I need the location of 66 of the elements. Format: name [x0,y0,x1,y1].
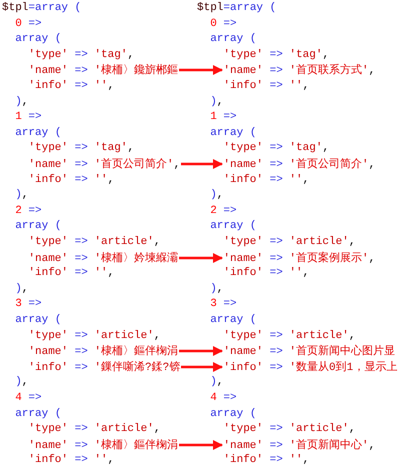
code-line: 'type' => 'tag', [223,48,330,62]
code-line: 'name' => '首页公司简介', [223,157,376,171]
code-line: 'type' => 'tag', [28,141,134,156]
arrow [179,65,223,75]
code-line: ), [210,188,224,202]
code-line: 'info' => '', [28,266,114,280]
code-line: 'name' => '首页联系方式', [223,63,376,78]
code-line: 'type' => 'article', [28,422,160,436]
code-line: 'info' => '', [223,172,310,187]
code-line: 'info' => '', [223,453,310,468]
code-line: 'info' => '', [223,266,310,280]
arrow [179,440,223,450]
arrow [181,159,223,169]
code-line: 'type' => 'tag', [28,48,134,62]
code-line: 0 => [15,16,42,31]
code-line: array ( [15,219,62,234]
code-line: 'info' => '', [28,453,114,468]
code-line: array ( [210,126,256,140]
code-line: 'type' => 'article', [223,422,356,436]
code-line: 'type' => 'article', [223,235,356,249]
code-line: 'info' => '鏁伴噺浠?鍒?锛 [28,360,180,374]
code-line: ), [15,282,28,296]
code-line: 'name' => '棣栭〉妗堜緥灞 [28,250,178,265]
code-line: 'info' => '数量从0到1，显示上 [223,360,398,374]
code-line: ), [15,375,28,390]
code-line: 'name' => '首页案例展示', [223,250,376,265]
code-line: 'type' => 'article', [28,235,160,249]
code-line: 'name' => '棣栭〉鏂伴椈涓 [28,438,178,452]
code-line: 4 => [210,391,237,405]
code-line: 3 => [210,297,237,312]
code-line: array ( [210,313,256,327]
code-line: array ( [15,126,62,140]
arrow [181,362,223,372]
code-line: array ( [15,313,62,327]
code-line: ), [15,94,28,109]
code-line: $tpl=array ( [2,1,82,15]
code-line: array ( [210,406,256,421]
code-line: 'type' => 'article', [223,328,356,343]
code-line: array ( [210,32,256,46]
code-line: 'info' => '', [28,79,114,93]
code-line: 3 => [15,297,42,312]
code-line: ), [210,375,224,390]
code-line: 2 => [15,204,42,218]
code-line: 'name' => '首页新闻中心图片显 [223,344,396,358]
code-line: 'name' => '棣栭〉鏂伴椈涓 [28,344,178,358]
arrow [179,346,223,356]
arrow [179,253,223,263]
code-line: array ( [15,32,62,46]
code-line: ), [210,282,224,296]
code-line: array ( [210,219,256,234]
code-line: array ( [15,406,62,421]
code-line: 'name' => '首页新闻中心', [223,438,376,452]
code-line: 1 => [210,110,237,124]
code-line: ), [210,94,224,109]
code-line: 4 => [15,391,42,405]
code-line: 'type' => 'tag', [223,141,330,156]
code-line: 2 => [210,204,237,218]
code-line: 'info' => '', [223,79,310,93]
code-line: 'name' => '棣栭〉鑱旂郴鏂 [28,63,178,78]
code-line: 1 => [15,110,42,124]
code-line: 0 => [210,16,237,31]
code-line: 'type' => 'article', [28,328,160,343]
code-line: ), [15,188,28,202]
code-line: 'info' => '', [28,172,114,187]
code-line: 'name' => '首页公司简介', [28,157,180,171]
code-line: $tpl=array ( [197,1,276,15]
